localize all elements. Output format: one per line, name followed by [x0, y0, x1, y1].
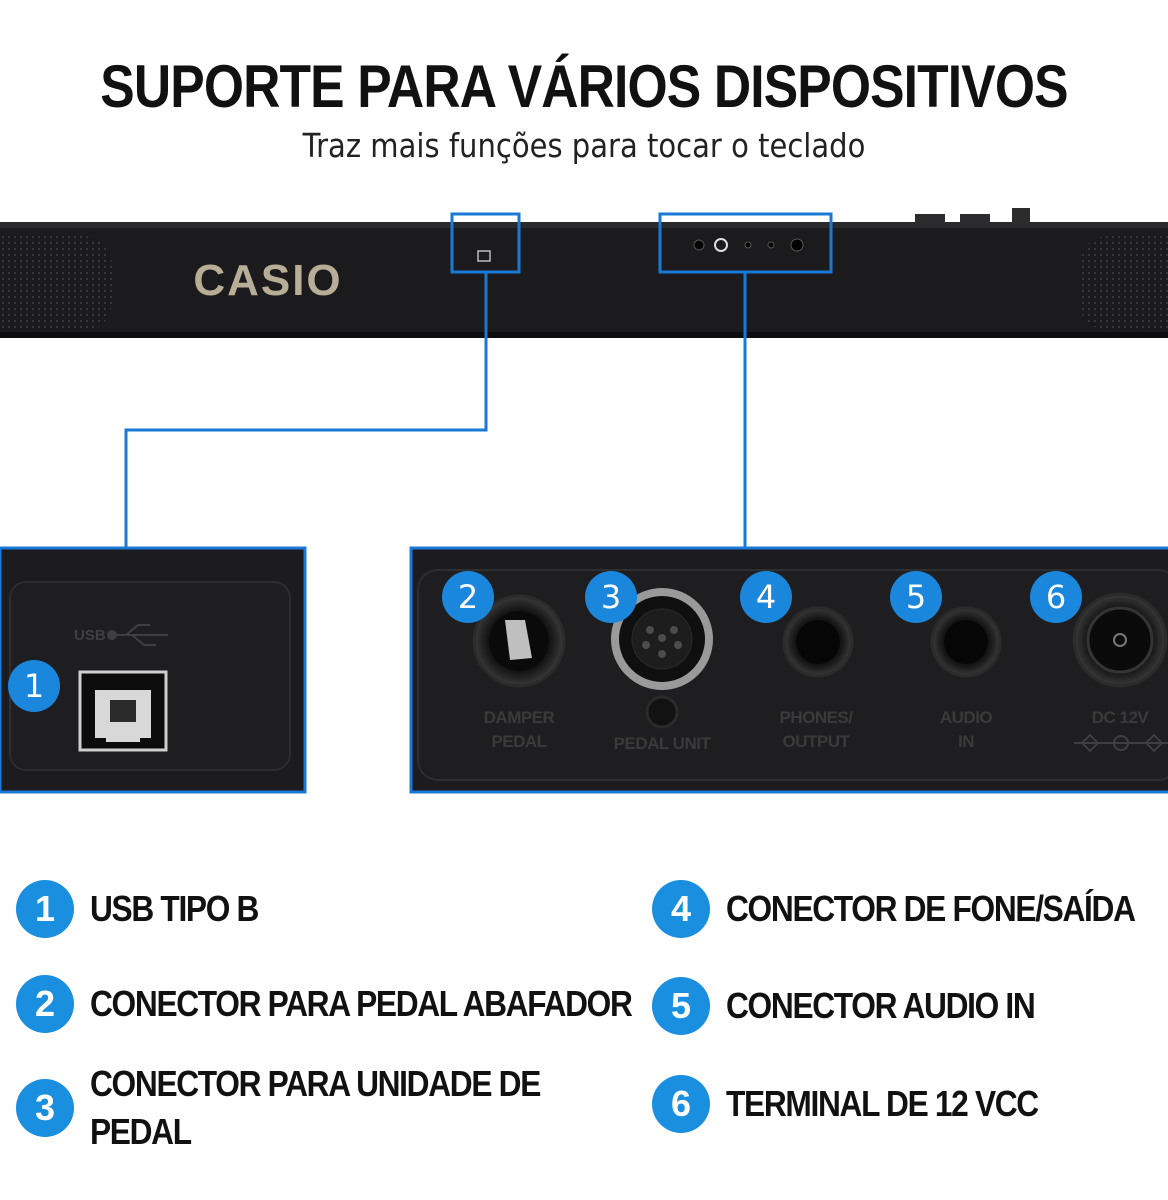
- legend-label: USB TIPO B: [90, 888, 259, 929]
- legend-label: CONECTOR PARA UNIDADE DE PEDAL: [90, 1063, 541, 1152]
- dc-12v-label: DC 12V: [1091, 708, 1149, 727]
- legend-label: CONECTOR PARA PEDAL ABAFADOR: [90, 983, 633, 1024]
- dc-polarity-icon: [1074, 733, 1168, 753]
- callout-4: 4: [740, 571, 792, 623]
- legend-label: TERMINAL DE 12 VCC: [726, 1083, 1039, 1124]
- casio-logo: CASIO: [193, 256, 342, 305]
- damper-pedal-label: DAMPER PEDAL: [483, 708, 555, 751]
- legend-item-dc: 6 TERMINAL DE 12 VCC: [652, 1075, 1080, 1133]
- right-speaker-grill: [1080, 236, 1168, 330]
- legend-item-phones: 4 CONECTOR DE FONE/SAÍDA: [652, 880, 1168, 938]
- callout-1: 1: [8, 660, 60, 712]
- legend-badge: 5: [652, 977, 710, 1035]
- callout-2: 2: [442, 571, 494, 623]
- usb-symbol-icon: [107, 624, 168, 646]
- callout-3: 3: [585, 571, 637, 623]
- legend-badge: 4: [652, 880, 710, 938]
- page-title: SUPORTE PARA VÁRIOS DISPOSITIVOS: [100, 53, 1068, 120]
- legend-item-damper: 2 CONECTOR PARA PEDAL ABAFADOR: [16, 975, 705, 1033]
- legend-badge: 6: [652, 1075, 710, 1133]
- jack-row-small: [693, 238, 804, 252]
- audio-in-label: AUDIO IN: [939, 708, 993, 751]
- legend-badge: 1: [16, 880, 74, 938]
- keyboard-body: [0, 208, 1168, 338]
- usb-connector-line: [124, 272, 488, 548]
- damper-pedal-jack: [472, 594, 566, 688]
- usb-b-port: [78, 670, 168, 752]
- usb-port-small: [477, 250, 491, 262]
- legend-badge: 3: [16, 1079, 74, 1137]
- usb-label: USB: [74, 627, 106, 644]
- callout-5: 5: [890, 571, 942, 623]
- left-speaker-grill: [0, 236, 112, 330]
- page-subtitle: Traz mais funções para tocar o teclado: [302, 126, 866, 165]
- pedal-unit-jack: [611, 588, 713, 729]
- legend-label: CONECTOR AUDIO IN: [726, 985, 1036, 1026]
- callout-6: 6: [1030, 571, 1082, 623]
- legend-badge: 2: [16, 975, 74, 1033]
- dc-12v-jack: [1072, 592, 1168, 688]
- pedal-unit-label: PEDAL UNIT: [613, 734, 711, 753]
- legend-item-usb: 1 USB TIPO B: [16, 880, 281, 938]
- phones-output-label: PHONES/ OUTPUT: [779, 708, 853, 751]
- legend-label: CONECTOR DE FONE/SAÍDA: [726, 888, 1136, 929]
- phones-output-jack: [782, 606, 854, 678]
- audio-in-jack: [930, 606, 1002, 678]
- legend-item-audio-in: 5 CONECTOR AUDIO IN: [652, 977, 1077, 1035]
- legend-item-pedal-unit: 3 CONECTOR PARA UNIDADE DE PEDAL: [16, 1060, 601, 1156]
